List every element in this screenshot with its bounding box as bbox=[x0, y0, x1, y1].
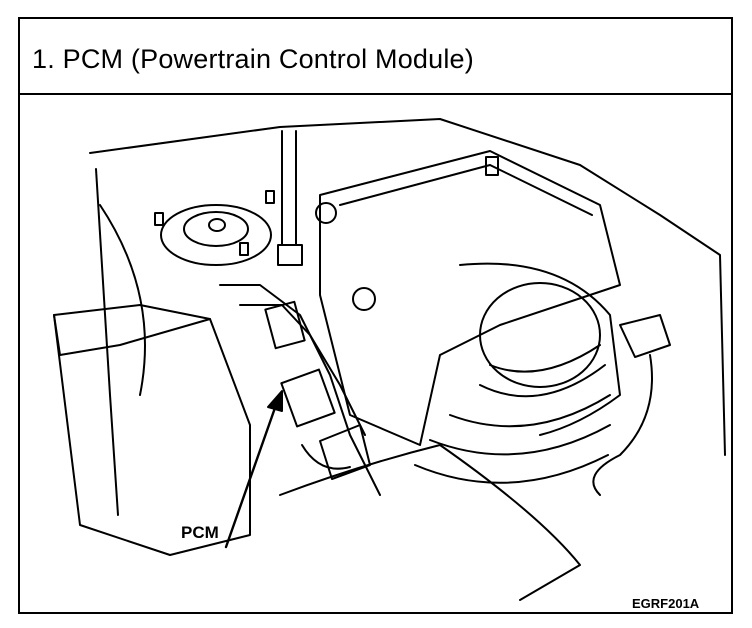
box-bolt-1 bbox=[315, 202, 337, 224]
callout-leader bbox=[224, 403, 278, 549]
engine-bay-drawing bbox=[53, 118, 726, 601]
hose-clamp bbox=[277, 244, 303, 266]
strut-mount-center bbox=[208, 218, 226, 232]
strut-bolt-3 bbox=[265, 190, 275, 204]
bay-edge bbox=[95, 168, 119, 516]
duct-rib-2 bbox=[479, 364, 606, 398]
duct-rib-3 bbox=[449, 394, 611, 428]
strut-mount-mid bbox=[183, 211, 249, 247]
section-title: 1. PCM (Powertrain Control Module) bbox=[32, 44, 474, 74]
strut-bolt-1 bbox=[154, 212, 164, 226]
fender-outline bbox=[89, 118, 726, 456]
strut-bolt-2 bbox=[239, 242, 249, 256]
figure-reference-code: EGRF201A bbox=[632, 596, 700, 611]
pcm-callout-label: PCM bbox=[181, 523, 219, 542]
connector-body-1 bbox=[280, 368, 336, 428]
pcm-top-edge bbox=[53, 314, 211, 356]
box-stud bbox=[485, 156, 499, 176]
callout-arrowhead bbox=[267, 390, 283, 412]
box-bolt-2 bbox=[352, 287, 376, 311]
engine-bay-illustration: PCM EGRF201A bbox=[20, 95, 731, 612]
section-frame: 1. PCM (Powertrain Control Module) bbox=[18, 17, 733, 614]
inner-edge bbox=[99, 204, 146, 396]
harness-2 bbox=[239, 304, 366, 436]
pcm-housing bbox=[53, 304, 251, 556]
section-header: 1. PCM (Powertrain Control Module) bbox=[20, 19, 731, 95]
sensor-wire bbox=[592, 354, 653, 496]
duct-rib-5 bbox=[414, 454, 609, 484]
connector-clip bbox=[319, 424, 371, 480]
duct-flange bbox=[479, 282, 601, 388]
intake-duct-top bbox=[459, 262, 621, 436]
strut-mount-outer bbox=[160, 204, 272, 266]
duct-lower bbox=[279, 444, 581, 601]
duct-rib-4 bbox=[429, 424, 611, 456]
connector-body-2 bbox=[264, 300, 306, 350]
air-cleaner-lid bbox=[339, 164, 593, 216]
air-cleaner-box bbox=[319, 150, 621, 446]
harness-1 bbox=[219, 284, 381, 496]
vertical-hose bbox=[281, 130, 297, 246]
duct-rib-1 bbox=[489, 344, 601, 373]
clamp-ring bbox=[301, 444, 351, 470]
sensor-connector bbox=[619, 314, 671, 358]
